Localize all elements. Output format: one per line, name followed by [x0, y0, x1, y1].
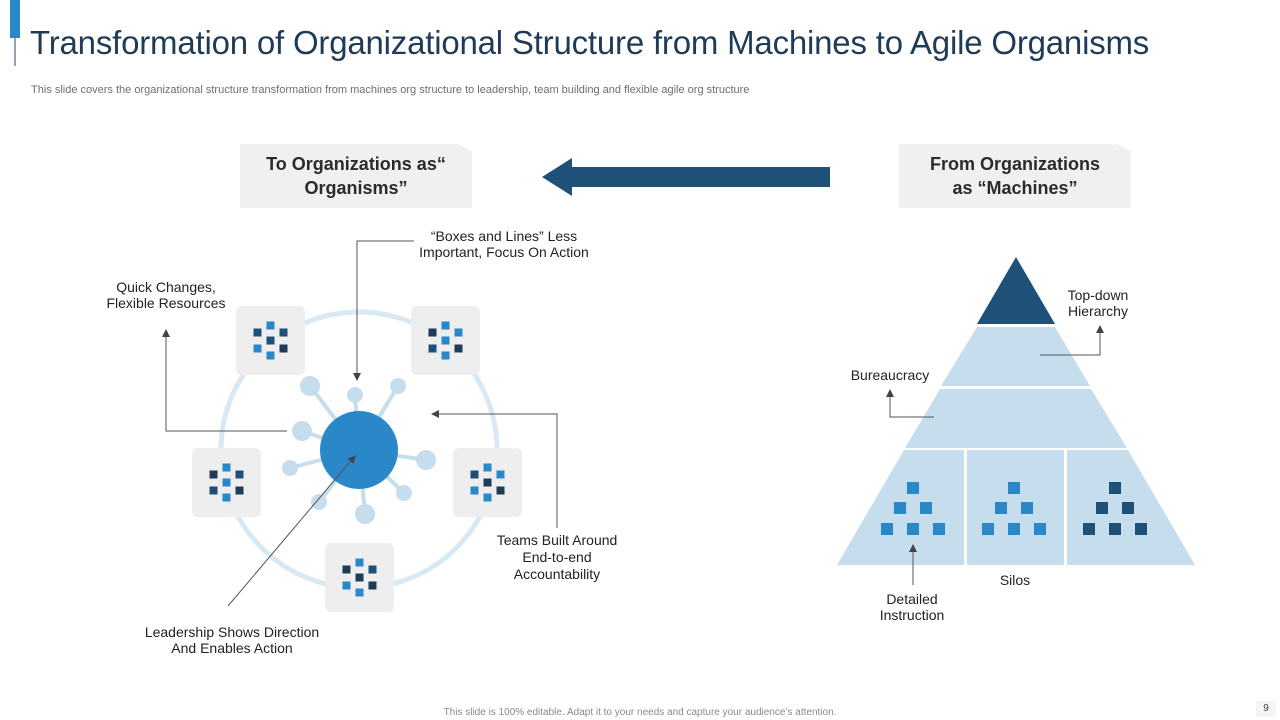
- left-arrow-icon: [542, 158, 830, 196]
- annotation-line: “Boxes and Lines” Less: [430, 228, 578, 244]
- top-down-annotation: Top-down Hierarchy: [1048, 287, 1148, 319]
- leadership-hub: [320, 411, 398, 489]
- annotation-line: Top-down: [1067, 287, 1129, 303]
- annotation-line: Accountability: [513, 566, 601, 582]
- annotation-line: Flexible Resources: [106, 295, 226, 311]
- silos-annotation: Silos: [999, 572, 1031, 588]
- pyramid-base: [837, 450, 1195, 565]
- to-organisms-box: To Organizations as“ Organisms”: [240, 144, 472, 208]
- to-organisms-line2: Organisms”: [304, 178, 408, 198]
- pyramid-tier-2: [941, 327, 1090, 386]
- team-grid-icon: [411, 306, 480, 375]
- from-machines-line2: as “Machines”: [952, 178, 1078, 198]
- boxes-lines-annotation: “Boxes and Lines” Less Important, Focus …: [399, 228, 609, 260]
- organism-callouts: [162, 240, 558, 607]
- annotation-line: End-to-end: [522, 549, 592, 565]
- teams-annotation: Teams Built Around End-to-end Accountabi…: [477, 532, 637, 583]
- annotation-line: Detailed: [886, 591, 938, 607]
- pyramid-tier-3: [905, 389, 1127, 448]
- hierarchy-pyramid: [837, 257, 1195, 565]
- annotation-line: Instruction: [879, 607, 945, 623]
- hierarchy-icon: [1083, 482, 1147, 535]
- footer-note: This slide is 100% editable. Adapt it to…: [443, 707, 837, 718]
- annotation-line: Quick Changes,: [116, 279, 216, 295]
- team-tiles: [192, 306, 522, 612]
- to-organisms-line1: To Organizations as“: [266, 154, 446, 174]
- quick-changes-annotation: Quick Changes, Flexible Resources: [86, 279, 246, 311]
- accent-line: [14, 38, 16, 66]
- annotation-line: Leadership Shows Direction: [144, 624, 320, 640]
- from-machines-box: From Organizations as “Machines”: [899, 144, 1131, 208]
- accent-bar: [10, 0, 20, 38]
- detailed-instruction-annotation: Detailed Instruction: [862, 591, 962, 623]
- team-grid-icon: [192, 448, 261, 517]
- bureaucracy-annotation: Bureaucracy: [850, 367, 930, 383]
- slide-subtitle: This slide covers the organizational str…: [31, 84, 750, 96]
- pyramid-top: [977, 257, 1055, 324]
- leadership-annotation: Leadership Shows Direction And Enables A…: [122, 624, 342, 656]
- slide-title: Transformation of Organizational Structu…: [30, 24, 1150, 61]
- hierarchy-icon: [982, 482, 1046, 535]
- from-machines-line1: From Organizations: [929, 154, 1100, 174]
- annotation-line: Hierarchy: [1068, 303, 1128, 319]
- annotation-line: And Enables Action: [171, 640, 293, 656]
- annotation-line: Important, Focus On Action: [419, 244, 589, 260]
- team-grid-icon: [236, 306, 305, 375]
- pyramid-callouts: [886, 325, 1104, 585]
- annotation-line: Teams Built Around: [496, 532, 618, 548]
- page-number: 9: [1256, 701, 1276, 717]
- team-grid-icon: [453, 448, 522, 517]
- hierarchy-icon: [881, 482, 945, 535]
- team-grid-icon: [325, 543, 394, 612]
